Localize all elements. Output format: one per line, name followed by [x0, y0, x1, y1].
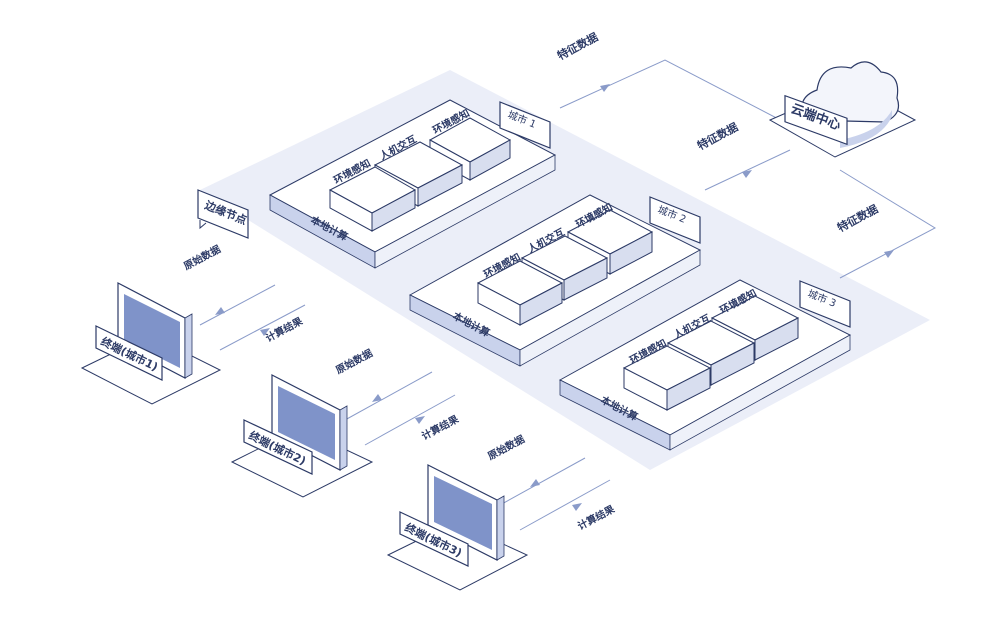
- arrow-icon: [372, 394, 382, 402]
- arrow-icon: [572, 503, 582, 511]
- arrow-icon: [600, 84, 610, 92]
- feature-label-1: 特征数据: [555, 30, 600, 63]
- terminal-2-raw-label: 原始数据: [333, 346, 374, 376]
- terminal-1-raw-label: 原始数据: [181, 242, 222, 272]
- terminal-2-result-label: 计算结果: [419, 412, 461, 443]
- city-1: 本地计算 环境感知 人机交互 环境感知: [268, 99, 557, 269]
- connection-lines: [199, 59, 937, 531]
- arrow-icon: [260, 328, 270, 336]
- arrow-icon: [415, 416, 425, 424]
- terminal-3-result-label: 计算结果: [575, 502, 617, 533]
- arrow-heads: [215, 84, 894, 511]
- city-2: 本地计算 环境感知 人机交互 环境感知: [408, 194, 702, 367]
- city-1-module-3: 环境感知: [328, 156, 417, 232]
- terminal-1-result-label: 计算结果: [263, 314, 305, 345]
- cloud-icon: [801, 61, 900, 123]
- arrow-icon: [215, 307, 225, 315]
- feature-label-2: 特征数据: [695, 120, 740, 153]
- feature-label-3: 特征数据: [835, 202, 880, 235]
- cloud-center: 云端中心: [768, 61, 917, 158]
- terminal-2: 终端(城市2) 原始数据 计算结果: [230, 346, 462, 498]
- arrow-icon: [884, 250, 894, 258]
- terminal-3-raw-label: 原始数据: [485, 432, 526, 462]
- edge-node-tag: 边缘节点: [197, 189, 249, 239]
- arrow-icon: [742, 170, 752, 178]
- arrow-icon: [530, 479, 540, 487]
- terminal-3: 终端(城市3) 原始数据 计算结果: [386, 432, 618, 591]
- city-2-module-3: 环境感知: [476, 250, 564, 326]
